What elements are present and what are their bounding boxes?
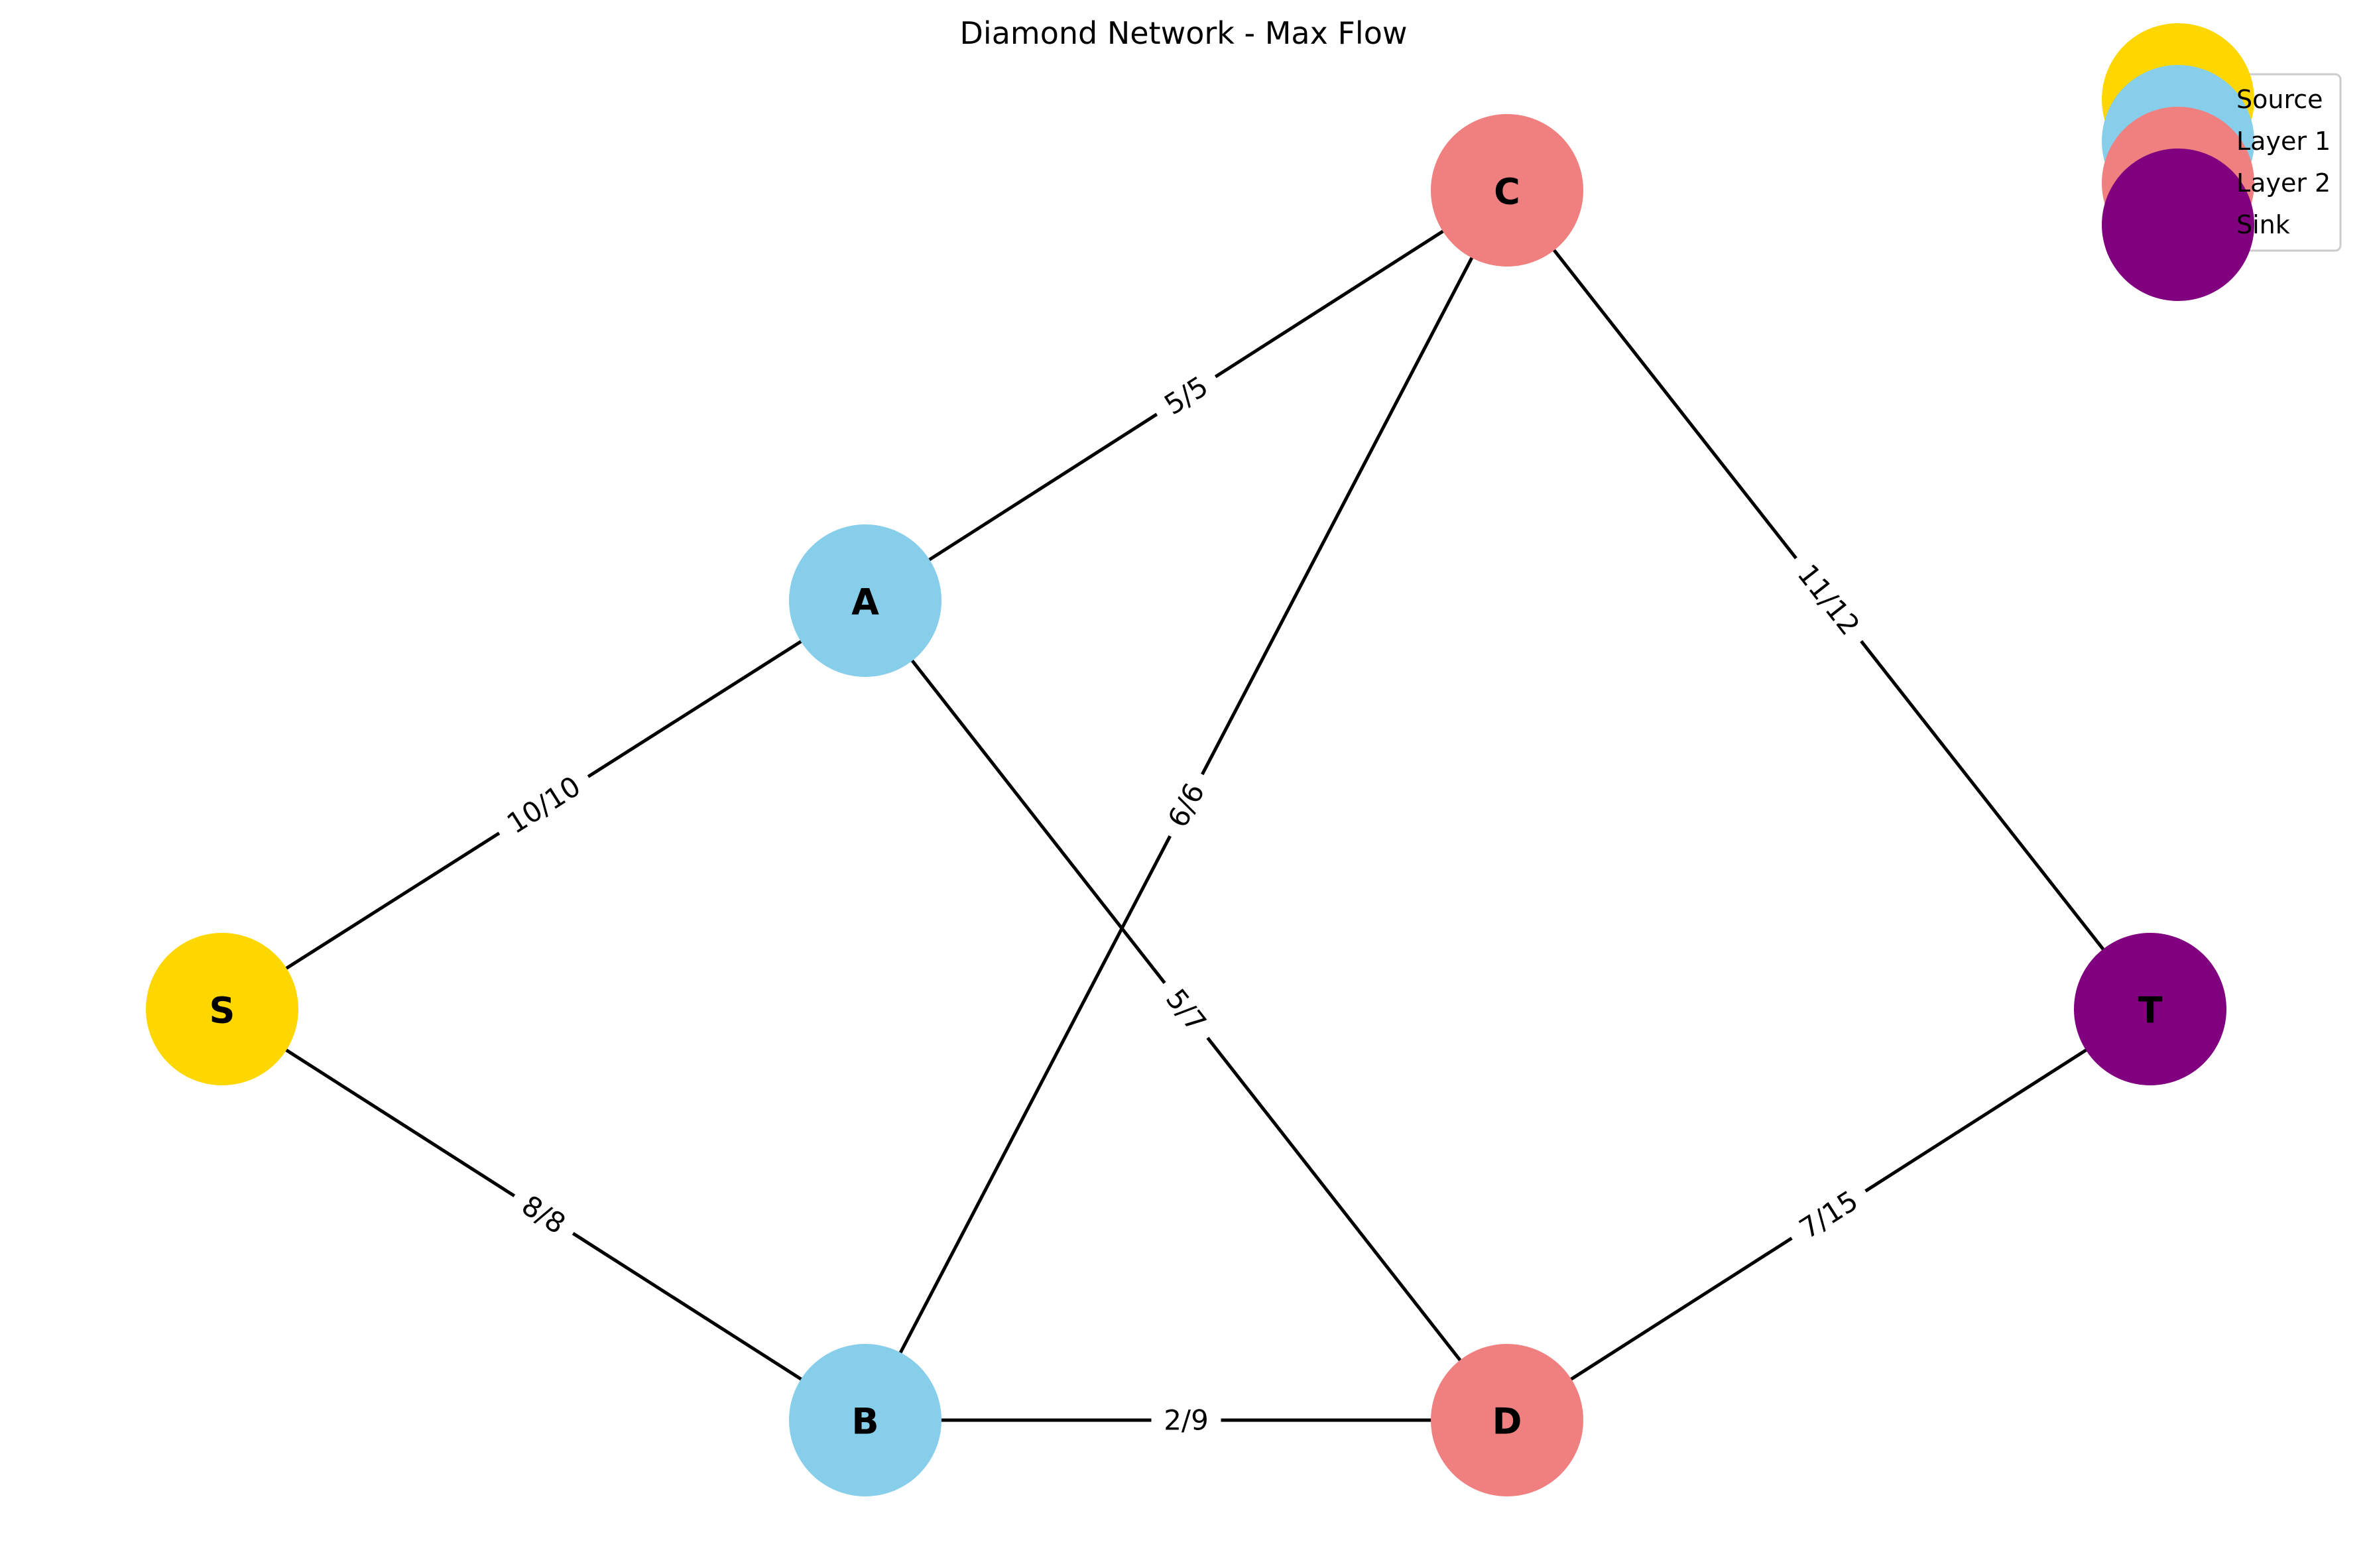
node-s: S [146, 933, 298, 1085]
edge-flow-label: 2/9 [1164, 1404, 1209, 1437]
node-circle [789, 524, 941, 677]
node-b: B [789, 1344, 941, 1496]
edge-label-background [1151, 1400, 1221, 1440]
node-d: D [1431, 1344, 1583, 1496]
legend-label: Source [2236, 85, 2323, 114]
node-circle [146, 933, 298, 1085]
node-label: T [2138, 990, 2163, 1032]
edge-label-background [1781, 1174, 1876, 1255]
diagram-title: Diamond Network - Max Flow [960, 15, 1408, 51]
edge-label-b-d: 2/9 [1151, 1400, 1221, 1440]
node-circle [1431, 1344, 1583, 1496]
legend-label: Layer 2 [2236, 168, 2331, 198]
node-label: D [1492, 1401, 1522, 1443]
legend-label: Sink [2236, 210, 2290, 239]
edge-label-background [1149, 971, 1223, 1050]
node-a: A [789, 524, 941, 677]
node-t: T [2074, 933, 2226, 1085]
legend-label: Layer 1 [2236, 127, 2331, 156]
node-label: S [210, 990, 235, 1032]
node-circle [2074, 933, 2226, 1085]
node-c: C [1431, 114, 1583, 267]
edge-label-background [1780, 546, 1877, 654]
legend-marker [2102, 149, 2254, 301]
edge-label-background [1152, 765, 1220, 845]
legend-item-sink [2102, 149, 2254, 301]
node-circle [1431, 114, 1583, 267]
node-circle [789, 1344, 941, 1496]
nodes-layer: S A B C D T [146, 114, 2226, 1496]
edge-label-background [488, 760, 599, 850]
edge-label-background [1146, 359, 1227, 432]
node-label: A [851, 581, 879, 623]
node-label: B [851, 1401, 879, 1443]
edge-label-background [503, 1179, 584, 1250]
node-label: C [1494, 171, 1520, 213]
